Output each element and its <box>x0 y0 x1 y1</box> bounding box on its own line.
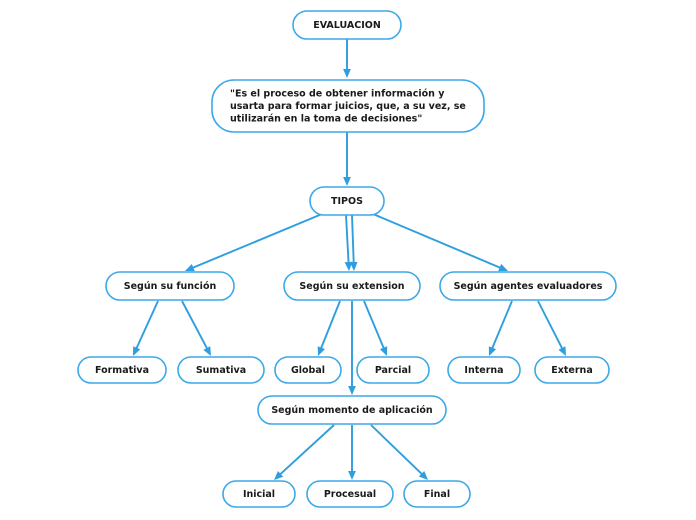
node-agentes[interactable]: Según agentes evaluadores <box>439 271 617 301</box>
edge-momento-to-inicial <box>274 424 335 480</box>
edge-line <box>372 213 502 269</box>
arrowhead-icon <box>418 470 428 480</box>
node-label: Formativa <box>95 365 149 376</box>
edge-line <box>191 213 323 269</box>
node-evaluacion[interactable]: EVALUACION <box>292 10 402 40</box>
arrowhead-icon <box>343 69 351 78</box>
edge-line <box>537 300 564 350</box>
edge-momento-to-procesual <box>348 425 356 480</box>
node-formativa[interactable]: Formativa <box>77 356 167 384</box>
edge-tipos-to-extension <box>344 214 353 271</box>
edge-line <box>491 300 513 350</box>
edge-tipos-to-funcion <box>185 213 323 272</box>
arrowhead-icon <box>348 386 356 395</box>
edge-line <box>370 424 424 476</box>
node-procesual[interactable]: Procesual <box>306 480 394 508</box>
node-label: EVALUACION <box>313 20 381 31</box>
node-global[interactable]: Global <box>274 356 342 384</box>
node-funcion[interactable]: Según su función <box>105 271 235 301</box>
arrowhead-icon <box>344 261 353 271</box>
arrowhead-icon <box>133 346 141 356</box>
node-shape[interactable] <box>534 356 610 384</box>
node-shape[interactable] <box>283 271 421 301</box>
node-shape[interactable] <box>105 271 235 301</box>
node-label: TIPOS <box>331 196 363 207</box>
arrowhead-icon <box>274 471 284 480</box>
node-label: Sumativa <box>196 365 246 376</box>
edge-line <box>135 300 159 350</box>
node-label: Según su función <box>124 281 217 292</box>
edges-layer <box>133 39 566 480</box>
node-parcial[interactable]: Parcial <box>356 356 430 384</box>
edge-tipos-to-agentes <box>372 213 508 272</box>
edge-line <box>363 300 385 350</box>
node-shape[interactable] <box>292 10 402 40</box>
nodes-layer: EVALUACION "Es el proceso de obtener info… <box>77 10 617 508</box>
node-label: Externa <box>551 365 592 376</box>
node-label: Final <box>424 489 450 500</box>
arrowhead-icon <box>203 346 211 356</box>
edge-line <box>345 214 350 264</box>
node-final[interactable]: Final <box>403 480 471 508</box>
node-shape[interactable] <box>306 480 394 508</box>
edge-agentes-to-interna <box>488 300 513 356</box>
arrowhead-icon <box>558 346 566 356</box>
node-shape[interactable] <box>356 356 430 384</box>
node-label: Procesual <box>324 489 376 500</box>
node-label: Según momento de aplicación <box>271 405 433 416</box>
arrowhead-icon <box>317 346 325 356</box>
edge-funcion-to-formativa <box>133 300 159 356</box>
arrowhead-icon <box>498 263 508 272</box>
edge-momento-to-final <box>370 424 428 480</box>
edge-line <box>351 214 355 264</box>
node-shape[interactable] <box>257 395 447 425</box>
node-shape[interactable] <box>447 356 521 384</box>
node-shape[interactable] <box>403 480 471 508</box>
node-label: Parcial <box>375 365 411 376</box>
node-interna[interactable]: Interna <box>447 356 521 384</box>
node-shape[interactable] <box>309 186 385 216</box>
node-extension[interactable]: Según su extension <box>283 271 421 301</box>
edge-tipos-to-extension <box>349 214 358 271</box>
node-shape[interactable] <box>439 271 617 301</box>
node-label: Según su extension <box>299 281 404 292</box>
arrowhead-icon <box>488 346 497 356</box>
arrowhead-icon <box>349 261 358 271</box>
node-shape[interactable] <box>274 356 342 384</box>
arrowhead-icon <box>379 346 388 356</box>
node-externa[interactable]: Externa <box>534 356 610 384</box>
node-shape[interactable] <box>177 356 265 384</box>
node-shape[interactable] <box>222 480 296 508</box>
node-shape[interactable] <box>77 356 167 384</box>
node-momento[interactable]: Según momento de aplicación <box>257 395 447 425</box>
edge-line <box>279 424 335 476</box>
node-tipos[interactable]: TIPOS <box>309 186 385 216</box>
node-label: Según agentes evaluadores <box>454 281 603 292</box>
arrowhead-icon <box>348 471 356 480</box>
edge-funcion-to-sumativa <box>181 300 211 356</box>
node-inicial[interactable]: Inicial <box>222 480 296 508</box>
node-shape[interactable] <box>211 79 485 133</box>
edge-evaluacion-to-definicion <box>343 39 351 78</box>
arrowhead-icon <box>185 263 195 272</box>
edge-line <box>320 300 341 350</box>
edge-definicion-to-tipos <box>343 132 351 186</box>
node-label: Global <box>291 365 325 376</box>
node-sumativa[interactable]: Sumativa <box>177 356 265 384</box>
arrowhead-icon <box>343 177 351 186</box>
edge-agentes-to-externa <box>537 300 566 356</box>
edge-extension-to-momento <box>348 301 356 395</box>
edge-line <box>181 300 209 350</box>
node-label: Interna <box>464 365 503 376</box>
edge-extension-to-global <box>317 300 341 356</box>
node-label: Inicial <box>243 489 275 500</box>
edge-extension-to-parcial <box>363 300 388 356</box>
